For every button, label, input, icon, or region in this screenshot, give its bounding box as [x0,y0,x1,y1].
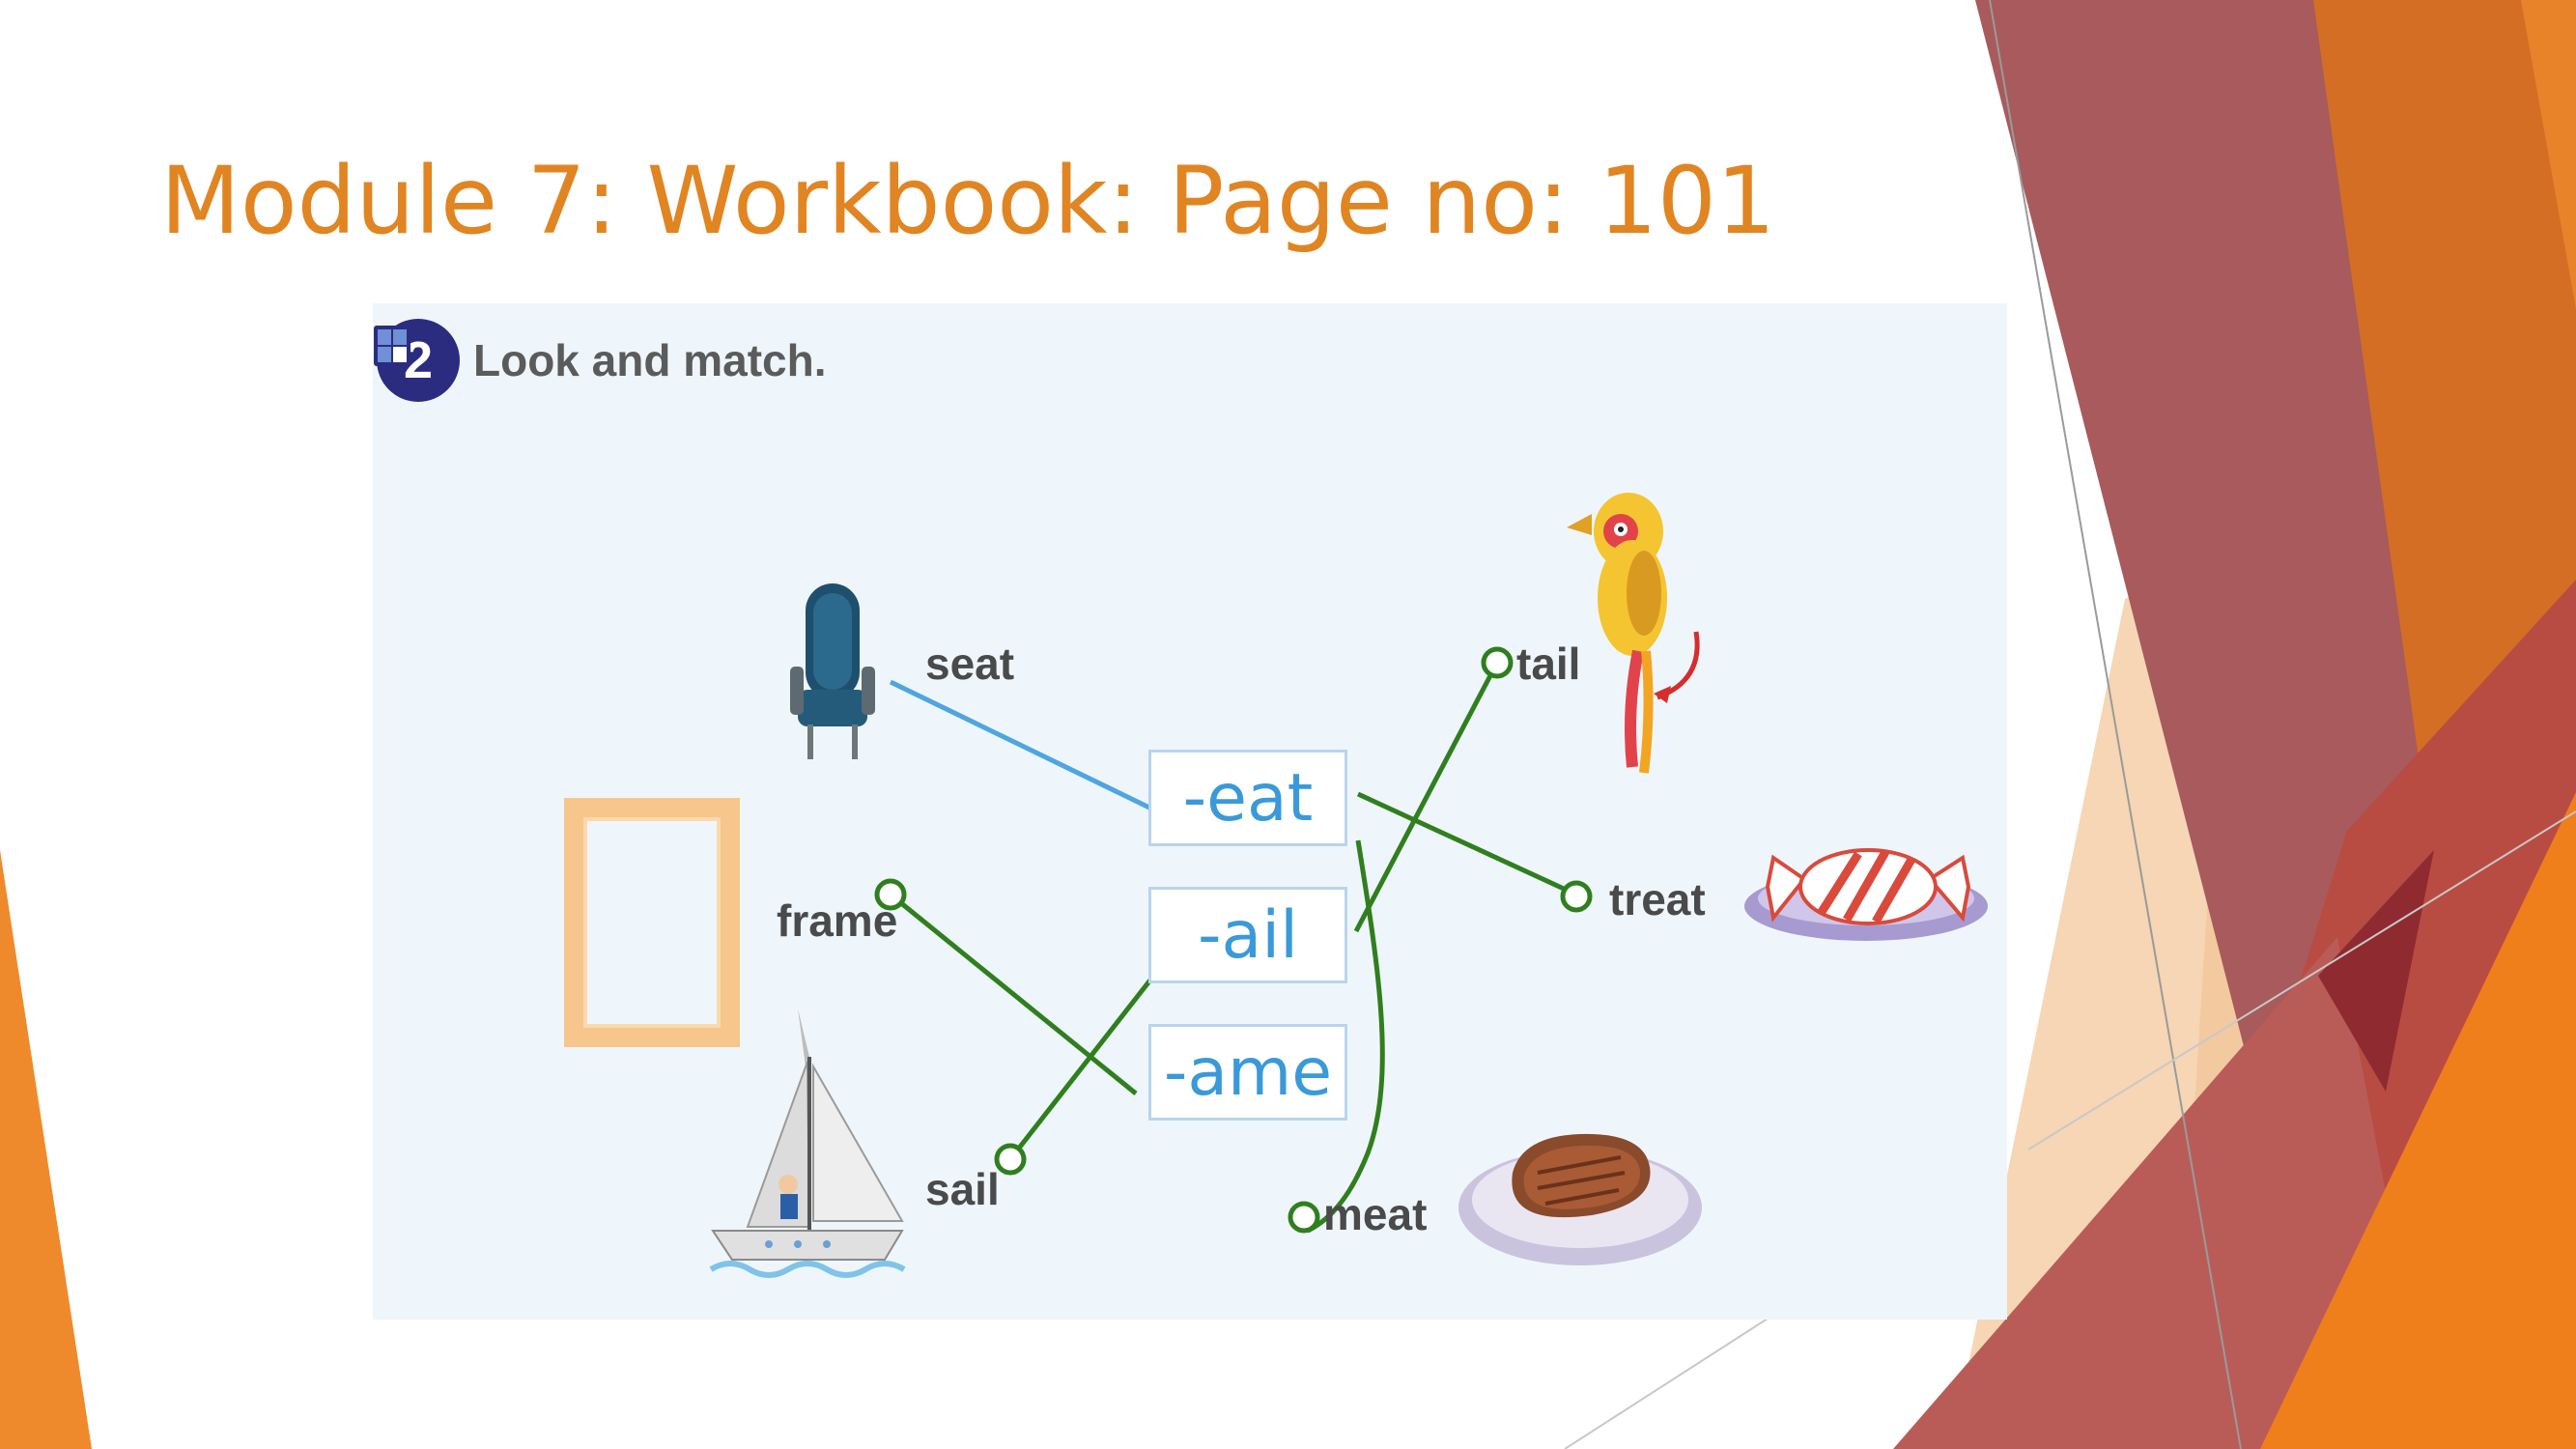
deco-line-1 [1989,0,2242,1449]
abc-book-icon [374,326,410,366]
steak-picture [1458,1133,1702,1265]
bird-picture [1567,493,1700,774]
word-meat: meat [1323,1189,1428,1239]
picture-frame-picture [564,798,740,1047]
line-frame-ame [889,893,1138,1095]
ending-ail-box: -ail [1148,887,1347,983]
line-ail-tail [1353,661,1500,933]
ending-ame-box: -ame [1148,1024,1347,1121]
candy-picture [1744,848,1988,941]
example-line-seat-eat [889,679,1151,810]
line-eat-treat [1356,791,1578,897]
chair-picture [790,583,875,759]
endpoint-frame [874,878,907,911]
endpoint-meat [1288,1201,1320,1234]
word-treat: treat [1609,874,1706,924]
line-eat-meat [1306,839,1385,1234]
word-sail: sail [925,1164,1000,1214]
right-dark-red-shard [2318,850,2434,1092]
word-seat: seat [925,639,1015,689]
sailboat-picture [709,1009,906,1278]
endpoint-treat [1560,880,1593,913]
slide-title: Module 7: Workbook: Page no: 101 [160,147,1776,255]
deco-line-2 [2027,810,2576,1151]
exercise-panel: 2 Look and match. seat frame sail tail t… [373,303,2007,1320]
endpoint-sail [994,1143,1027,1176]
word-frame: frame [777,895,898,946]
instruction-row: 2 Look and match. [373,319,835,402]
right-rose-shard [1893,937,2434,1449]
word-tail: tail [1516,639,1581,689]
ending-eat-box: -eat [1148,750,1347,846]
deco-line-3 [1564,1318,1769,1449]
instruction-text: Look and match. [473,335,827,385]
right-bright-orange-shard [2260,792,2576,1449]
line-sail-ail [1008,972,1157,1161]
left-orange-shard [0,850,92,1449]
endpoint-tail [1481,646,1514,679]
